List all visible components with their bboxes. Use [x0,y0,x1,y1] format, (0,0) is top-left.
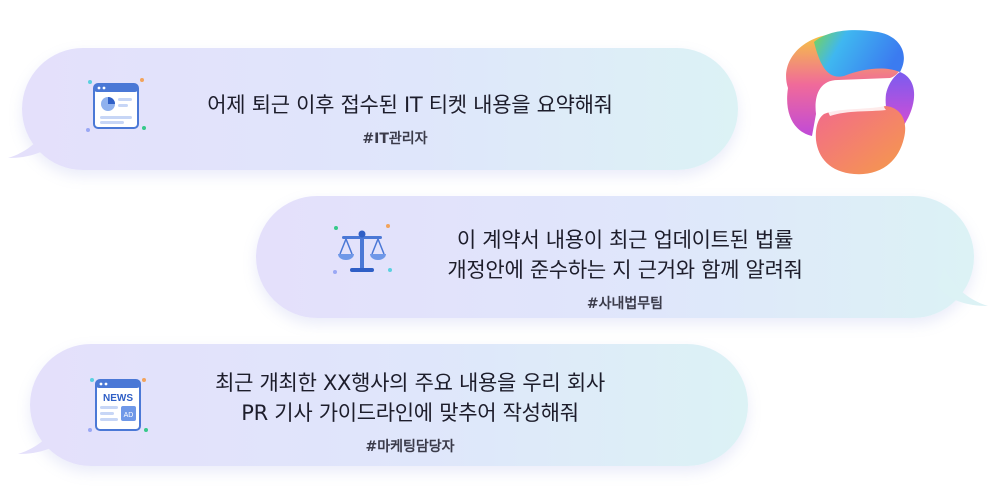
message-line: 개정안에 준수하는 지 근거와 함께 알려줘 [447,258,803,282]
hashtag: #IT관리자 [362,131,428,147]
bubble-tail [938,266,988,306]
hashtag: #사내법무팀 [586,296,664,312]
copilot-logo-icon [768,18,928,192]
news-word: NEWS [103,393,133,404]
balance-scale-icon [330,220,394,284]
bubble-text-legal: 이 계약서 내용이 최근 업데이트된 법률 개정안에 준수하는 지 근거와 함께… [400,225,850,313]
message-line: 이 계약서 내용이 최근 업데이트된 법률 [456,228,794,252]
bubble-text-it-admin: 어제 퇴근 이후 접수된 IT 티켓 내용을 요약해줘 #IT관리자 [160,90,660,148]
news-window-icon: NEWS AD [86,374,150,442]
ad-badge: AD [124,412,134,419]
message-line: 어제 퇴근 이후 접수된 IT 티켓 내용을 요약해줘 [207,93,613,117]
message-line: PR 기사 가이드라인에 맞추어 작성해줘 [241,401,579,425]
chat-bubble-marketing [30,344,748,466]
dashboard-window-icon [84,76,148,140]
bubble-tail [8,118,58,158]
message-line: 최근 개최한 XX행사의 주요 내용을 우리 회사 [215,371,605,395]
chat-bubble-it-admin [22,48,738,170]
hashtag: #마케팅담당자 [365,439,455,455]
bubble-tail [18,414,68,454]
bubble-text-marketing: 최근 개최한 XX행사의 주요 내용을 우리 회사 PR 기사 가이드라인에 맞… [160,368,660,456]
